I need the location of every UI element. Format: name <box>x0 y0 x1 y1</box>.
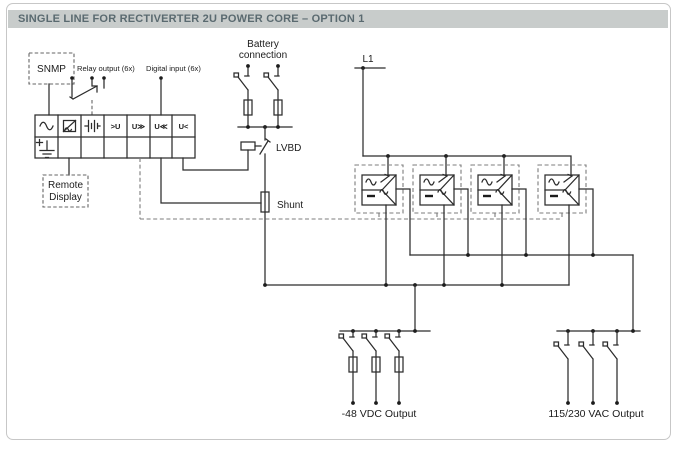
battery-icon <box>84 119 101 133</box>
battery-connection: Battery connection <box>233 39 293 129</box>
remote-display-label-line2: Display <box>49 192 82 203</box>
lvbd-contactor: LVBD <box>182 126 301 171</box>
dc-output-breaker-3 <box>384 330 404 406</box>
remote-display-box: Remote Display <box>42 157 89 208</box>
dc-output-label: -48 VDC Output <box>342 408 417 420</box>
page-frame <box>6 3 671 440</box>
shunt: Shunt <box>160 153 303 286</box>
battery-label-line1: Battery <box>247 39 279 50</box>
dc-distribution-wiring <box>263 204 570 332</box>
signal-bus-dashed <box>139 158 563 220</box>
rectiverter-modules <box>353 163 588 215</box>
dc-output-breaker-2 <box>361 330 381 406</box>
ac-sine-icon <box>39 121 54 131</box>
shunt-label: Shunt <box>277 200 303 211</box>
dc-output-section: -48 VDC Output <box>338 329 431 420</box>
battery-breaker-fuse-2 <box>263 63 283 128</box>
lvbd-label: LVBD <box>276 143 301 154</box>
cell-overvoltage-label: >U <box>111 122 121 131</box>
ac-output-label: 115/230 VAC Output <box>548 408 643 420</box>
battery-label-line2: connection <box>239 50 287 61</box>
ac-output-breaker-2 <box>578 330 596 406</box>
dc-output-breaker-1 <box>338 330 358 406</box>
plus-earth-ground-icon <box>35 138 55 159</box>
ac-output-breaker-3 <box>602 330 620 406</box>
relay-output-label: Relay output (6x) <box>77 64 135 73</box>
ac-output-section: 115/230 VAC Output <box>548 329 644 420</box>
cell-high-voltage-label: U≫ <box>132 122 145 131</box>
meter-display-icon <box>62 119 77 133</box>
l1-ac-input: L1 <box>354 54 572 176</box>
title-bar: SINGLE LINE FOR RECTIVERTER 2U POWER COR… <box>8 10 668 28</box>
snmp-label: SNMP <box>37 64 66 75</box>
cell-low-voltage-label: U≪ <box>154 122 167 131</box>
digital-input-terminal: Digital input (6x) <box>146 64 201 116</box>
l1-label: L1 <box>362 54 374 65</box>
cell-undervoltage-label: U< <box>179 122 189 131</box>
snmp-box: SNMP <box>28 52 75 116</box>
remote-display-label-line1: Remote <box>48 180 83 191</box>
battery-breaker-fuse-1 <box>233 63 253 128</box>
digital-input-label: Digital input (6x) <box>146 64 201 73</box>
relay-output-contacts: Relay output (6x) <box>69 64 135 115</box>
controller-terminal-block: >U U≫ U≪ U< <box>34 114 196 159</box>
page-title: SINGLE LINE FOR RECTIVERTER 2U POWER COR… <box>18 13 365 25</box>
ac-distribution-wiring <box>395 188 634 332</box>
ac-output-breaker-1 <box>553 330 571 406</box>
